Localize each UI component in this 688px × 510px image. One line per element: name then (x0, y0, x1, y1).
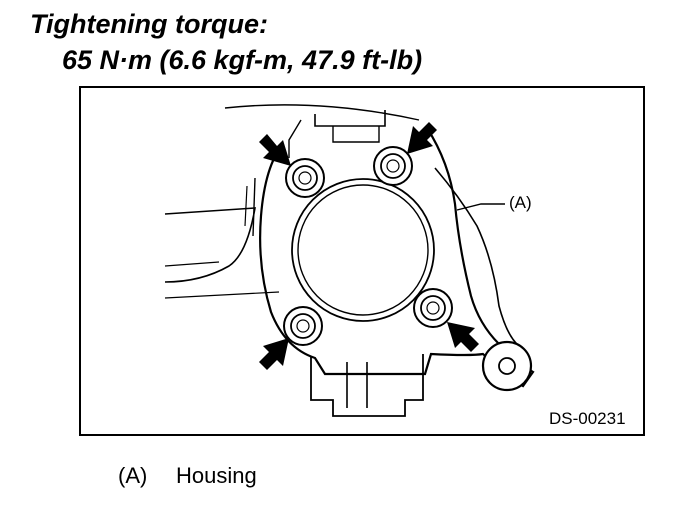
bolt-bottom-right (413, 288, 453, 328)
callout-leader (456, 203, 505, 211)
housing-illustration: (A) DS-00231 (79, 86, 645, 436)
arrow-bottom-right-icon (447, 322, 479, 352)
torque-heading-label: Tightening torque: (30, 9, 268, 39)
arrow-bottom-left-icon (259, 338, 289, 370)
callout-label: (A) (509, 193, 532, 212)
lower-knob-hole (498, 357, 516, 375)
bolt-top-right (373, 146, 413, 186)
bolt-top-left (285, 158, 325, 198)
lower-stub (310, 354, 424, 417)
figure-code: DS-00231 (549, 409, 626, 428)
housing-figure: (A) DS-00231 (79, 86, 645, 436)
legend-text: Housing (176, 463, 257, 488)
legend-key: (A) (118, 463, 148, 488)
torque-heading-value: 65 N·m (6.6 kgf-m, 47.9 ft-lb) (62, 45, 423, 75)
bolt-bottom-left (283, 306, 323, 346)
arrow-top-left-icon (259, 134, 291, 166)
arm-outline (164, 207, 256, 283)
arrow-top-right-icon (407, 122, 437, 154)
hub-bore (291, 178, 435, 322)
